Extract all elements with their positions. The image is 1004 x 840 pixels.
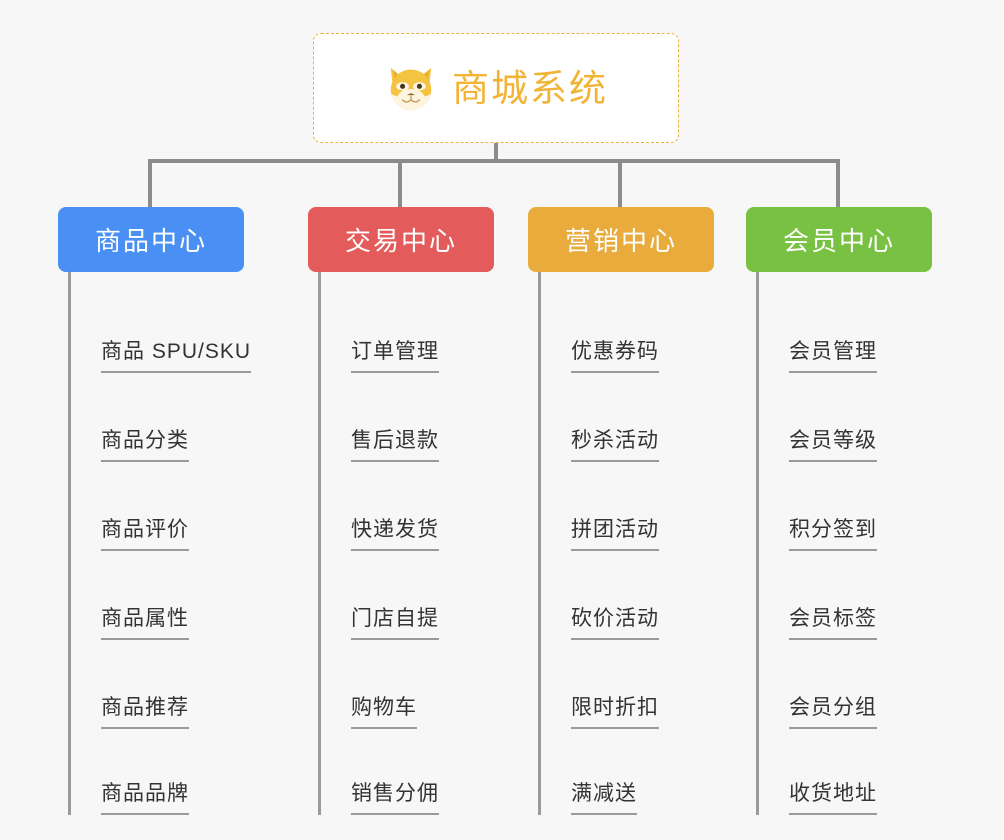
- leaf-list-member-center: 会员管理 会员等级 积分签到 会员标签 会员分组 收货地址: [756, 272, 932, 815]
- leaf-item[interactable]: 会员管理: [759, 284, 932, 373]
- leaf-label: 快递发货: [351, 513, 439, 551]
- branch-member-center: 会员中心 会员管理 会员等级 积分签到 会员标签 会员分组 收货地址: [746, 207, 932, 815]
- leaf-list-product-center: 商品 SPU/SKU 商品分类 商品评价 商品属性 商品推荐 商品品牌: [68, 272, 252, 815]
- category-label: 交易中心: [344, 226, 457, 256]
- leaf-item[interactable]: 门店自提: [321, 551, 494, 640]
- leaf-item[interactable]: 满减送: [541, 729, 714, 815]
- leaf-item[interactable]: 商品品牌: [71, 729, 244, 815]
- leaf-label: 优惠券码: [571, 335, 659, 373]
- leaf-item[interactable]: 商品推荐: [71, 640, 244, 729]
- leaf-label: 砍价活动: [571, 602, 659, 640]
- category-header-trade-center[interactable]: 交易中心: [308, 207, 494, 272]
- leaf-label: 会员标签: [789, 602, 877, 640]
- leaf-item[interactable]: 订单管理: [321, 284, 494, 373]
- category-header-member-center[interactable]: 会员中心: [746, 207, 932, 272]
- leaf-item[interactable]: 会员标签: [759, 551, 932, 640]
- leaf-item[interactable]: 积分签到: [759, 462, 932, 551]
- leaf-item[interactable]: 销售分佣: [321, 729, 494, 815]
- leaf-item[interactable]: 商品评价: [71, 462, 244, 551]
- drop-connector-member-center: [836, 159, 840, 207]
- leaf-item[interactable]: 秒杀活动: [541, 373, 714, 462]
- leaf-label: 收货地址: [789, 777, 877, 815]
- leaf-item[interactable]: 快递发货: [321, 462, 494, 551]
- category-label: 商品中心: [94, 226, 207, 256]
- leaf-label: 满减送: [571, 777, 637, 815]
- leaf-label: 拼团活动: [571, 513, 659, 551]
- category-label: 会员中心: [782, 226, 895, 256]
- leaf-item[interactable]: 商品属性: [71, 551, 244, 640]
- leaf-list-trade-center: 订单管理 售后退款 快递发货 门店自提 购物车 销售分佣: [318, 272, 494, 815]
- leaf-label: 门店自提: [351, 602, 439, 640]
- leaf-item[interactable]: 售后退款: [321, 373, 494, 462]
- drop-connector-product-center: [148, 159, 152, 207]
- leaf-item[interactable]: 收货地址: [759, 729, 932, 815]
- branch-trade-center: 交易中心 订单管理 售后退款 快递发货 门店自提 购物车 销售分佣: [308, 207, 494, 815]
- leaf-label: 商品推荐: [101, 691, 189, 729]
- leaf-item[interactable]: 会员分组: [759, 640, 932, 729]
- leaf-label: 销售分佣: [351, 777, 439, 815]
- leaf-item[interactable]: 限时折扣: [541, 640, 714, 729]
- leaf-label: 秒杀活动: [571, 424, 659, 462]
- leaf-label: 会员管理: [789, 335, 877, 373]
- leaf-label: 商品 SPU/SKU: [101, 335, 252, 373]
- shiba-dog-face-icon: [390, 67, 432, 111]
- leaf-item[interactable]: 会员等级: [759, 373, 932, 462]
- leaf-label: 售后退款: [351, 424, 439, 462]
- leaf-label: 商品属性: [101, 602, 189, 640]
- branch-marketing-center: 营销中心 优惠券码 秒杀活动 拼团活动 砍价活动 限时折扣 满减送: [528, 207, 714, 815]
- root-title: 商城系统: [452, 67, 608, 109]
- root-stem-connector: [494, 143, 498, 163]
- horizontal-bus-connector: [148, 159, 840, 163]
- root-node[interactable]: 商城系统: [313, 33, 679, 143]
- branch-product-center: 商品中心 商品 SPU/SKU 商品分类 商品评价 商品属性 商品推荐 商品品牌: [58, 207, 252, 815]
- leaf-label: 商品评价: [101, 513, 189, 551]
- leaf-item[interactable]: 商品分类: [71, 373, 244, 462]
- category-label: 营销中心: [564, 226, 677, 256]
- leaf-item[interactable]: 购物车: [321, 640, 494, 729]
- category-header-product-center[interactable]: 商品中心: [58, 207, 244, 272]
- leaf-label: 积分签到: [789, 513, 877, 551]
- leaf-label: 购物车: [351, 691, 417, 729]
- leaf-label: 商品品牌: [101, 777, 189, 815]
- leaf-label: 会员等级: [789, 424, 877, 462]
- leaf-label: 订单管理: [351, 335, 439, 373]
- leaf-list-marketing-center: 优惠券码 秒杀活动 拼团活动 砍价活动 限时折扣 满减送: [538, 272, 714, 815]
- leaf-item[interactable]: 砍价活动: [541, 551, 714, 640]
- leaf-label: 限时折扣: [571, 691, 659, 729]
- leaf-item[interactable]: 拼团活动: [541, 462, 714, 551]
- drop-connector-marketing-center: [618, 159, 622, 207]
- leaf-item[interactable]: 优惠券码: [541, 284, 714, 373]
- leaf-label: 商品分类: [101, 424, 189, 462]
- category-header-marketing-center[interactable]: 营销中心: [528, 207, 714, 272]
- drop-connector-trade-center: [398, 159, 402, 207]
- leaf-label: 会员分组: [789, 691, 877, 729]
- leaf-item[interactable]: 商品 SPU/SKU: [71, 284, 252, 373]
